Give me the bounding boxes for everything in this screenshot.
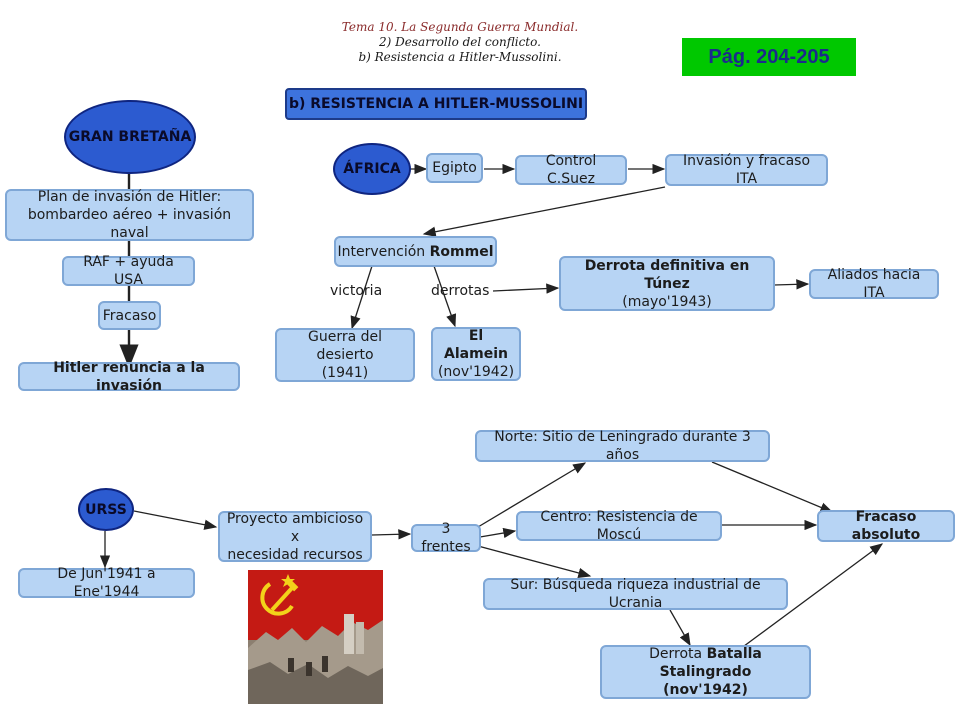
centro-node: Centro: Resistencia de Moscú xyxy=(516,509,722,543)
egipto-label: Egipto xyxy=(432,160,477,176)
stalingrado-node: Derrota Batalla Stalingrado (nov'1942) xyxy=(600,645,811,699)
stalingrado-date: (nov'1942) xyxy=(663,682,748,698)
centro-label: Centro: Resistencia de Moscú xyxy=(540,509,698,543)
hitler-renuncia-node: Hitler renuncia a la invasión xyxy=(18,360,240,394)
tres-frentes-label: 3 frentes xyxy=(421,521,471,555)
page-reference-badge: Pág. 204-205 xyxy=(682,38,856,76)
sur-node: Sur: Búsqueda riqueza industrial de Ucra… xyxy=(483,577,788,611)
el-alamein-line2: (nov'1942) xyxy=(437,364,515,380)
invasion-plan-line1: Plan de invasión de Hitler: xyxy=(37,189,222,205)
urss-node: URSS xyxy=(78,488,134,531)
invasion-plan-node: Plan de invasión de Hitler: bombardeo aé… xyxy=(5,189,254,241)
urss-dates-node: De Jun'1941 a Ene'1944 xyxy=(18,566,195,600)
africa-node: ÁFRICA xyxy=(333,143,411,195)
raf-node: RAF + ayuda USA xyxy=(62,254,195,288)
intervencion-label: Intervención xyxy=(337,243,430,260)
el-alamein-line1: El Alamein xyxy=(444,328,508,362)
fracaso-britain-label: Fracaso xyxy=(102,307,157,324)
lesson-header: Tema 10. La Segunda Guerra Mundial. 2) D… xyxy=(250,20,670,65)
invasion-ita-node: Invasión y fracaso ITA xyxy=(665,153,828,187)
tunez-line1: Derrota definitiva en Túnez xyxy=(584,257,750,292)
proyecto-line2: necesidad recursos xyxy=(227,546,363,563)
proyecto-node: Proyecto ambicioso x necesidad recursos xyxy=(218,510,372,563)
control-suez-label: Control C.Suez xyxy=(545,153,597,187)
derrotas-label: derrotas xyxy=(431,283,490,299)
control-suez-node: Control C.Suez xyxy=(515,153,627,187)
guerra-desierto-node: Guerra del desierto (1941) xyxy=(275,328,415,382)
proyecto-line1: Proyecto ambicioso x xyxy=(226,510,364,545)
tunez-line2: (mayo'1943) xyxy=(622,293,712,310)
fracaso-absoluto-label: Fracaso absoluto xyxy=(851,509,921,543)
stalingrado-label: Batalla Stalingrado xyxy=(659,646,762,680)
header-topic: Tema 10. La Segunda Guerra Mundial. xyxy=(341,20,579,34)
raf-label: RAF + ayuda USA xyxy=(83,254,174,288)
tunez-node: Derrota definitiva en Túnez (mayo'1943) xyxy=(559,256,775,311)
victoria-label: victoria xyxy=(330,283,383,299)
norte-node: Norte: Sitio de Leningrado durante 3 año… xyxy=(475,429,770,463)
urss-label: URSS xyxy=(85,501,127,518)
aliados-ita-node: Aliados hacia ITA xyxy=(809,267,939,301)
aliados-ita-label: Aliados hacia ITA xyxy=(827,267,921,301)
gran-bretana-label: GRAN BRETAÑA xyxy=(68,129,192,145)
soviet-flag-photo xyxy=(248,570,383,704)
fracaso-absoluto-node: Fracaso absoluto xyxy=(817,509,955,543)
fracaso-britain-node: Fracaso xyxy=(98,301,161,330)
norte-label: Norte: Sitio de Leningrado durante 3 año… xyxy=(494,429,751,463)
tres-frentes-node: 3 frentes xyxy=(411,521,481,555)
urss-dates-label: De Jun'1941 a Ene'1944 xyxy=(57,566,156,600)
hitler-renuncia-label: Hitler renuncia a la invasión xyxy=(53,359,205,394)
header-section: b) Resistencia a Hitler-Mussolini. xyxy=(358,50,562,64)
invasion-plan-line2: bombardeo aéreo + invasión naval xyxy=(27,207,232,241)
stalingrado-line1: Derrota Batalla Stalingrado xyxy=(608,645,803,681)
header-subtopic: 2) Desarrollo del conflicto. xyxy=(379,35,541,49)
section-title: b) RESISTENCIA A HITLER-MUSSOLINI xyxy=(285,88,587,120)
rommel-label: Rommel xyxy=(429,243,494,260)
gran-bretana-node: GRAN BRETAÑA xyxy=(64,100,196,174)
el-alamein-node: El Alamein (nov'1942) xyxy=(431,327,521,381)
egipto-node: Egipto xyxy=(426,153,483,183)
invasion-ita-label: Invasión y fracaso ITA xyxy=(682,153,811,187)
guerra-desierto-line1: Guerra del desierto xyxy=(307,329,383,363)
guerra-desierto-line2: (1941) xyxy=(321,365,369,381)
sur-label: Sur: Búsqueda riqueza industrial de Ucra… xyxy=(510,577,761,611)
derrota-prefix: Derrota xyxy=(649,646,707,662)
intervencion-rommel-node: Intervención Rommel xyxy=(334,236,497,267)
africa-label: ÁFRICA xyxy=(343,161,401,177)
